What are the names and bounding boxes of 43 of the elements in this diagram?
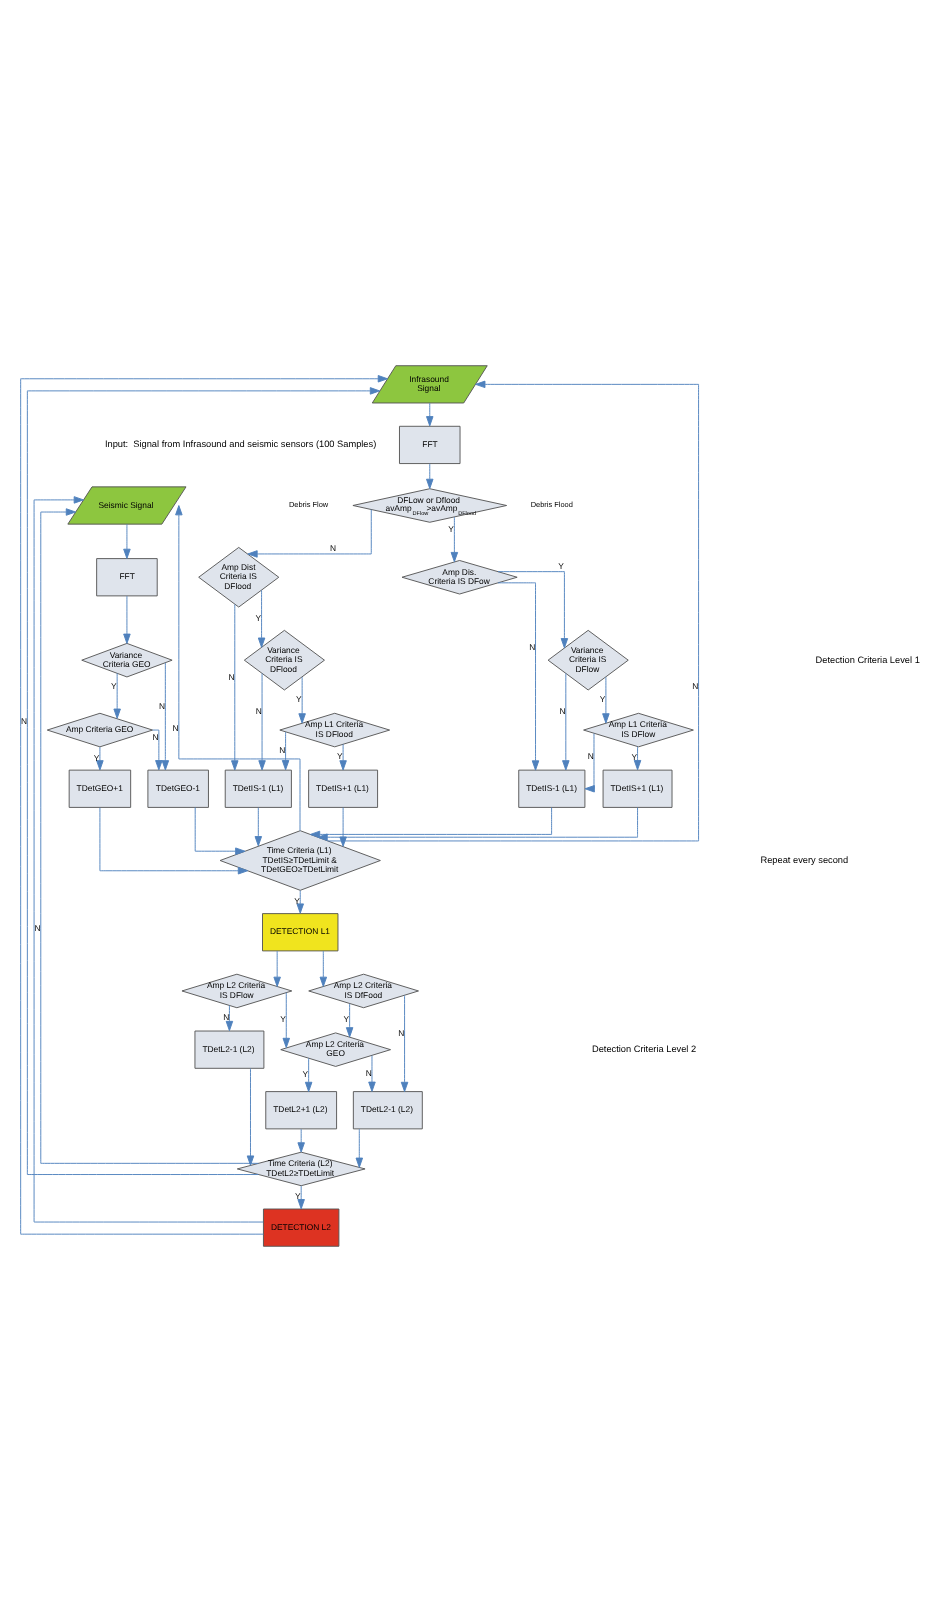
- arrow: [194, 807, 246, 855]
- arrow: [247, 509, 372, 558]
- arrow: [282, 992, 290, 1049]
- arrow: [327, 380, 700, 842]
- arrow: [254, 807, 263, 847]
- arrow: [296, 890, 304, 914]
- arrow: [99, 807, 249, 875]
- arrow: [450, 516, 459, 563]
- arrow: [246, 1068, 255, 1166]
- arrow: [304, 1057, 313, 1093]
- arrow: [175, 505, 301, 832]
- arrow: [368, 1055, 376, 1092]
- arrow: [562, 673, 570, 771]
- arrow: [633, 746, 642, 771]
- arrow: [298, 676, 306, 724]
- arrow: [297, 1128, 305, 1153]
- arrow: [225, 1005, 234, 1032]
- arrow: [426, 402, 434, 427]
- arrow: [426, 463, 434, 489]
- arrow: [152, 729, 163, 771]
- arrow: [123, 595, 131, 644]
- arrow: [257, 589, 266, 648]
- arrow: [309, 807, 553, 839]
- arrow: [355, 1128, 364, 1168]
- arrow: [339, 743, 347, 771]
- arrow: [258, 673, 266, 771]
- arrow: [273, 950, 281, 987]
- arrow: [317, 807, 638, 841]
- arrow: [161, 662, 170, 771]
- arrow: [345, 1003, 354, 1038]
- arrow: [497, 571, 569, 649]
- arrow: [123, 523, 131, 559]
- arrow: [96, 746, 104, 771]
- arrow: [231, 604, 239, 771]
- arrow: [400, 995, 409, 1093]
- arrow: [281, 731, 290, 771]
- arrow: [497, 582, 540, 771]
- arrow: [113, 672, 121, 719]
- arrow: [339, 807, 347, 847]
- arrow: [297, 1185, 305, 1210]
- arrow: [319, 950, 328, 987]
- arrow: [584, 733, 595, 793]
- arrow: [602, 676, 610, 724]
